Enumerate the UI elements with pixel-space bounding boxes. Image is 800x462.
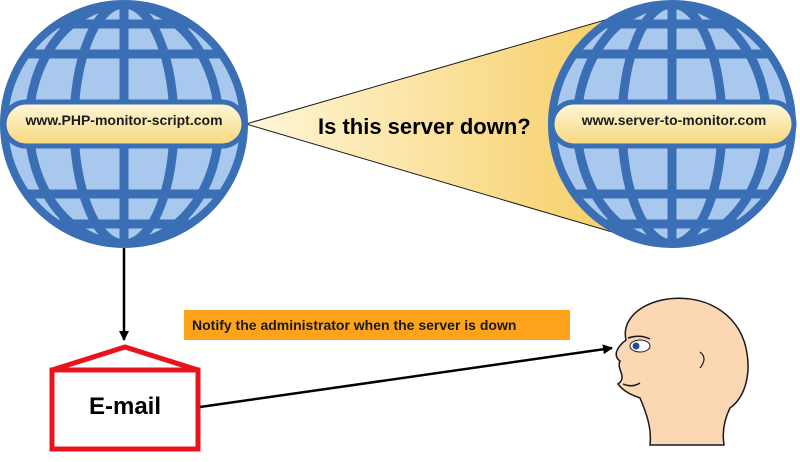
target-server-band [549,99,797,149]
monitor-script-globe-icon [0,0,248,248]
monitor-script-band [1,99,247,149]
email-label: E-mail [88,393,162,420]
notify-label: Notify the administrator when the server… [184,310,570,340]
target-server-globe-icon [548,0,797,248]
person-head-icon [615,297,749,446]
check-question-label: Is this server down? [318,114,531,139]
email-icon [49,344,201,452]
target-server-label: www.server-to-monitor.com [581,112,767,128]
monitor-script-label: www.PHP-monitor-script.com [25,112,223,128]
arrow-to-administrator [199,344,613,409]
